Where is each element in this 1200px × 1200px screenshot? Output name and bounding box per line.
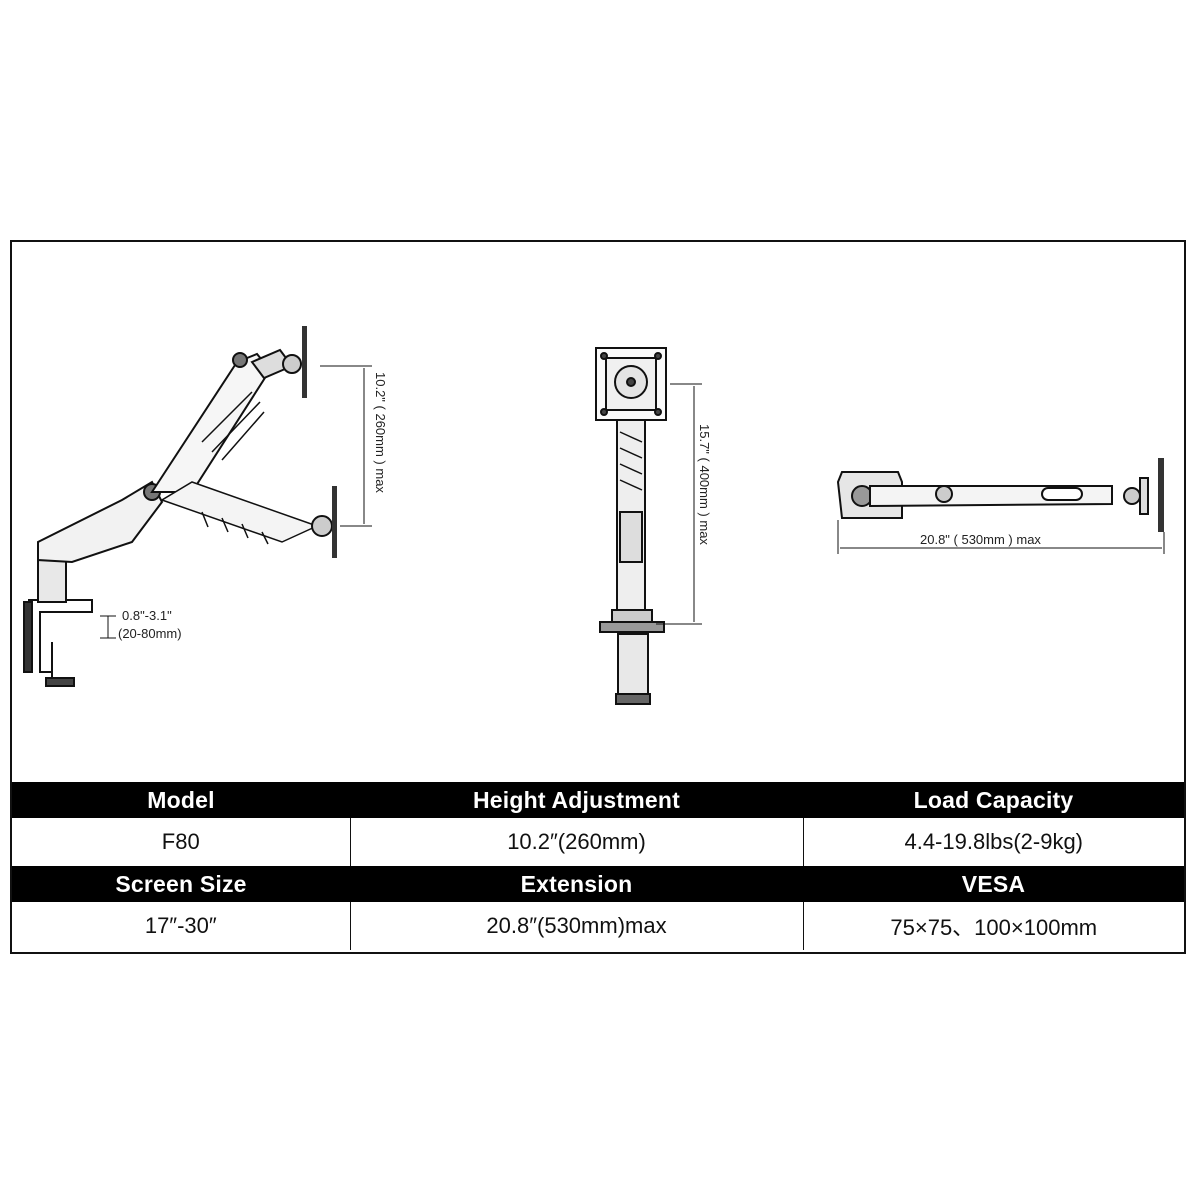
spec-header-row: Screen Size Extension VESA: [12, 866, 1184, 902]
height-adjustment-value: 10.2″(260mm): [349, 818, 804, 866]
front-view-drawing: [595, 347, 702, 705]
screen-size-value: 17″-30″: [12, 902, 351, 950]
side-view-drawing: [23, 326, 372, 687]
load-capacity-header: Load Capacity: [803, 782, 1184, 818]
clamp-dimension-line1: 0.8"-3.1": [122, 608, 172, 623]
front-height-dimension: 15.7" ( 400mm ) max: [697, 424, 712, 545]
clamp-dimension-line2: (20-80mm): [118, 626, 182, 641]
side-height-dimension: 10.2" ( 260mm ) max: [373, 372, 388, 493]
height-adjustment-header: Height Adjustment: [350, 782, 803, 818]
model-header: Model: [12, 782, 350, 818]
top-view-drawing: [836, 458, 1165, 554]
monitor-arm-drawings: 10.2" ( 260mm ) max 0.8"-3.1" (20-80mm): [23, 326, 1165, 705]
load-capacity-value: 4.4-19.8lbs(2-9kg): [802, 818, 1184, 866]
vesa-value: 75×75、100×100mm: [802, 902, 1184, 950]
specification-table: Model Height Adjustment Load Capacity F8…: [12, 782, 1184, 950]
model-value: F80: [12, 818, 351, 866]
spec-header-row: Model Height Adjustment Load Capacity: [12, 782, 1184, 818]
extension-value: 20.8″(530mm)max: [349, 902, 804, 950]
spec-value-row: 17″-30″ 20.8″(530mm)max 75×75、100×100mm: [12, 902, 1184, 950]
extension-header: Extension: [350, 866, 803, 902]
screen-size-header: Screen Size: [12, 866, 350, 902]
vesa-header: VESA: [803, 866, 1184, 902]
top-extension-dimension: 20.8" ( 530mm ) max: [920, 532, 1041, 547]
spec-sheet-frame: 10.2" ( 260mm ) max 0.8"-3.1" (20-80mm): [10, 240, 1186, 954]
spec-value-row: F80 10.2″(260mm) 4.4-19.8lbs(2-9kg): [12, 818, 1184, 866]
